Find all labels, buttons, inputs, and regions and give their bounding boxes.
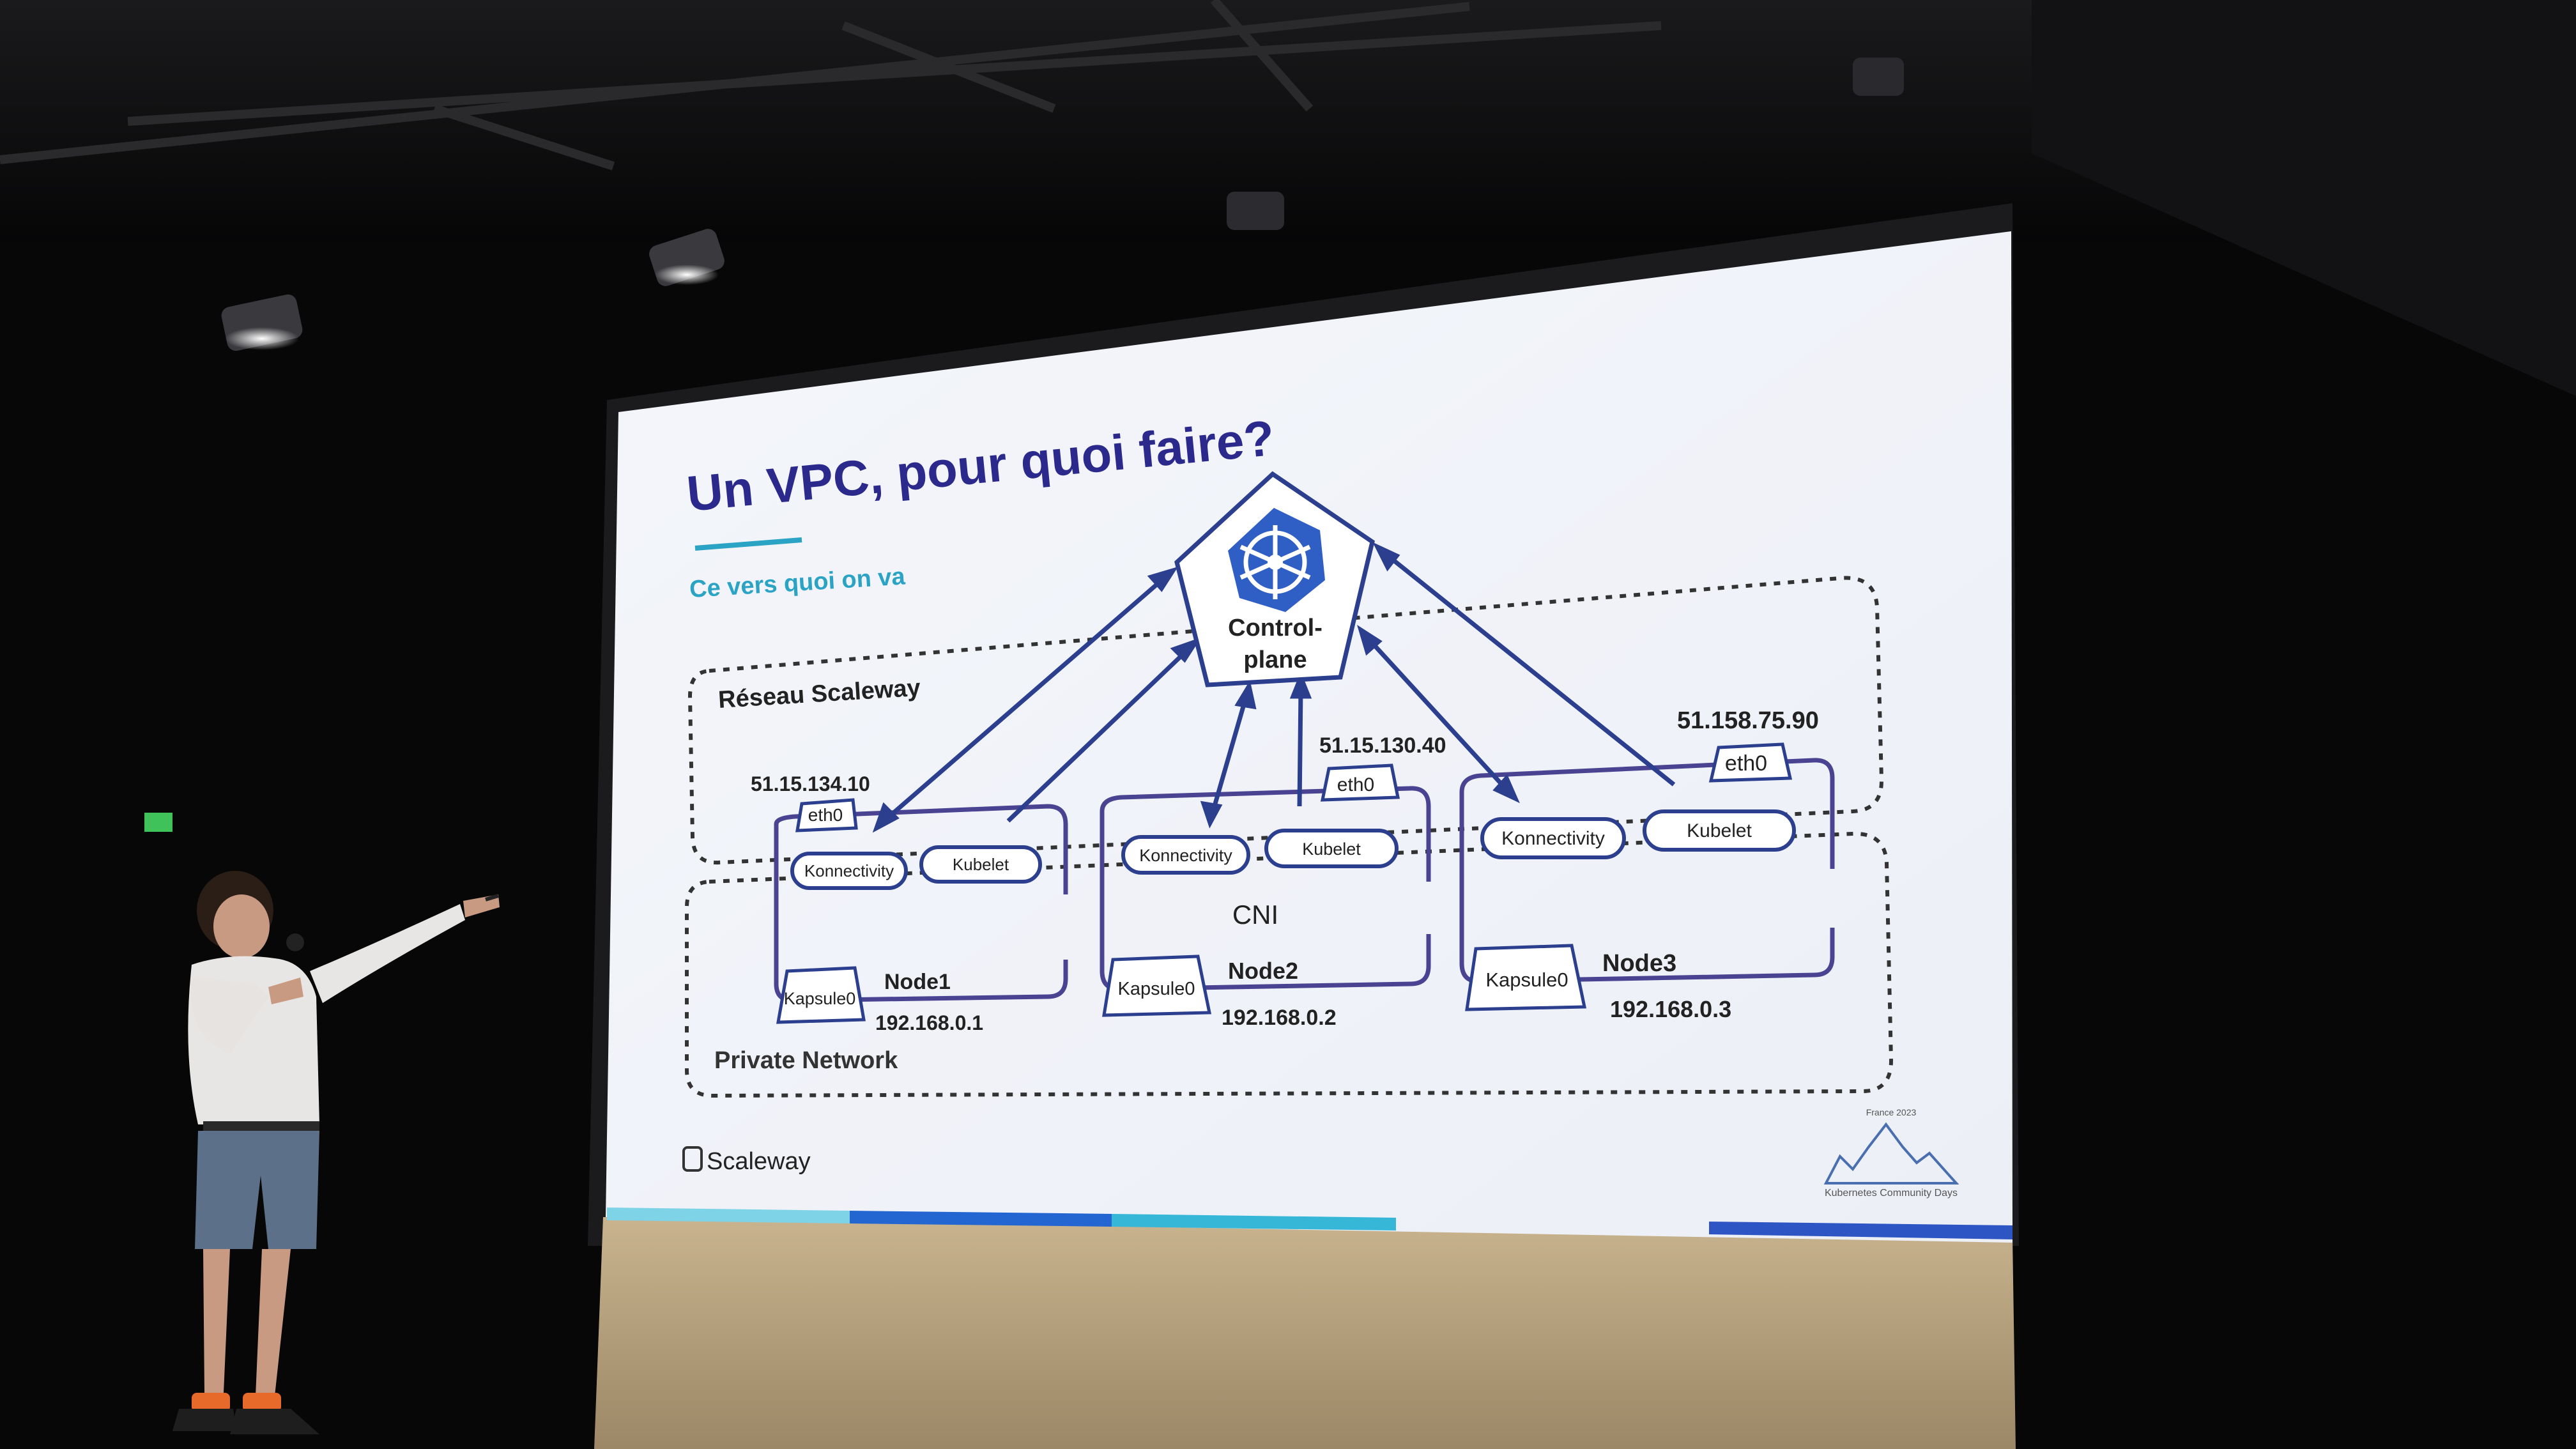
control-plane: Control- plane xyxy=(1174,471,1375,687)
node2-eth0: eth0 xyxy=(1337,774,1374,795)
speaker xyxy=(172,871,500,1434)
node2-kapsule0: Kapsule0 xyxy=(1118,979,1195,999)
node3-kapsule0: Kapsule0 xyxy=(1485,969,1568,991)
kcd-name: Kubernetes Community Days xyxy=(1825,1188,1958,1199)
kcd-year: France 2023 xyxy=(1866,1107,1917,1117)
node2-private-ip: 192.168.0.2 xyxy=(1222,1006,1337,1030)
cni-label: CNI xyxy=(1232,900,1278,930)
right-wall xyxy=(2032,0,2576,396)
slide-footer-bar xyxy=(607,1208,2012,1239)
control-plane-label-line1: Control- xyxy=(1228,615,1322,641)
node3-konnectivity: Konnectivity xyxy=(1501,828,1605,849)
node1-kubelet: Kubelet xyxy=(953,855,1009,874)
node2-public-ip: 51.15.130.40 xyxy=(1319,733,1446,758)
slide xyxy=(606,231,2012,1243)
screen-lower xyxy=(594,1217,2016,1449)
ceiling-truss xyxy=(0,0,1662,171)
control-plane-label-line2: plane xyxy=(1243,647,1307,673)
private-network-label: Private Network xyxy=(714,1047,898,1074)
node1-eth0: eth0 xyxy=(808,805,843,825)
node3-private-ip: 192.168.0.3 xyxy=(1610,996,1731,1022)
node3-name: Node3 xyxy=(1602,950,1676,977)
title-underline xyxy=(694,537,802,551)
node-3: Konnectivity Kubelet eth0 51.158.75.90 K… xyxy=(1459,707,1835,1022)
exit-sign xyxy=(144,813,172,832)
node1-kapsule0: Kapsule0 xyxy=(784,989,856,1008)
node-1: Konnectivity Kubelet eth0 51.15.134.10 K… xyxy=(751,772,1068,1034)
node1-konnectivity: Konnectivity xyxy=(804,861,894,880)
scaleway-logo: Scaleway xyxy=(682,1146,811,1175)
node2-name: Node2 xyxy=(1228,958,1298,984)
node1-public-ip: 51.15.134.10 xyxy=(751,772,870,795)
node3-public-ip: 51.158.75.90 xyxy=(1677,707,1819,734)
public-network-region xyxy=(687,576,1884,865)
node3-kubelet: Kubelet xyxy=(1687,820,1752,841)
node-2: Konnectivity Kubelet eth0 51.15.130.40 C… xyxy=(1100,733,1446,1030)
paris-skyline-icon xyxy=(1823,1122,1959,1184)
stage-lights xyxy=(221,57,1904,351)
node3-eth0: eth0 xyxy=(1725,751,1767,776)
node1-private-ip: 192.168.0.1 xyxy=(875,1011,983,1034)
node2-konnectivity: Konnectivity xyxy=(1139,846,1232,865)
node2-kubelet: Kubelet xyxy=(1302,839,1361,859)
control-plane-arrows xyxy=(872,542,1676,833)
node1-name: Node1 xyxy=(884,970,951,994)
kcd-logo: France 2023 Kubernetes Community Days xyxy=(1823,1107,1959,1199)
scaleway-brand: Scaleway xyxy=(707,1148,811,1175)
